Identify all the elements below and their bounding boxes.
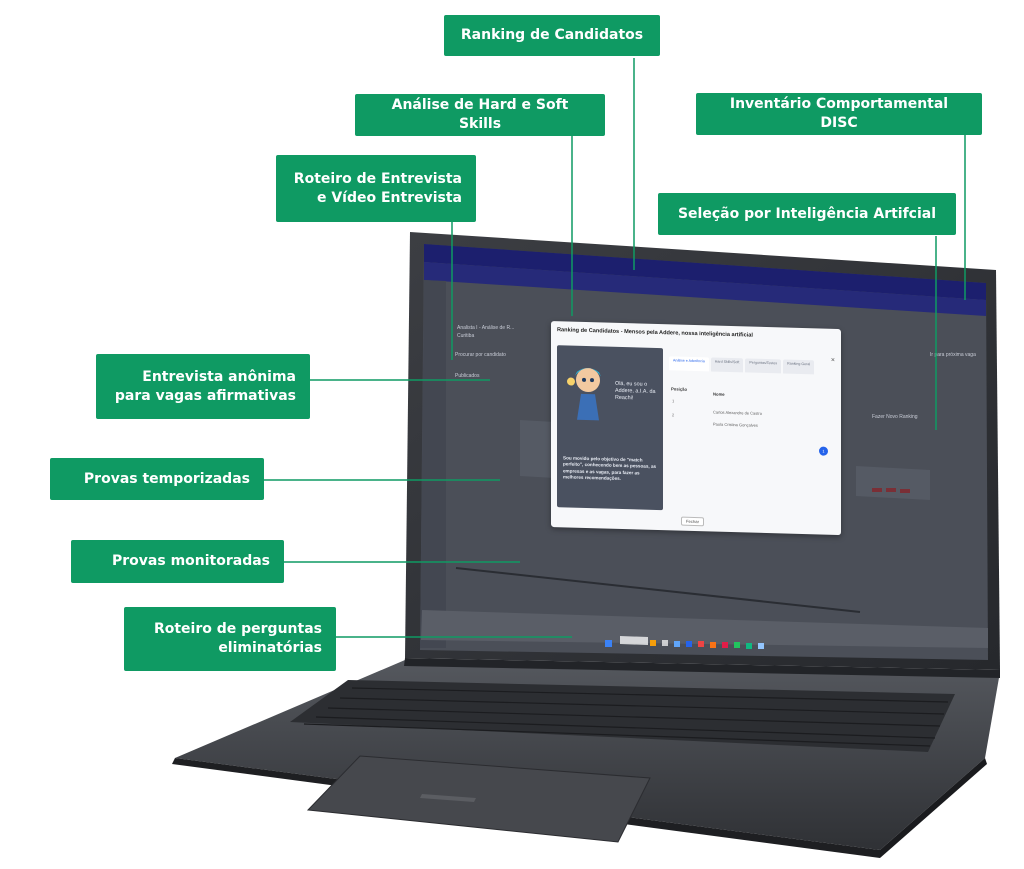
browser-bar <box>424 244 986 300</box>
tab-ranking-geral[interactable]: Ranking Geral <box>783 359 815 375</box>
keyboard-keycaps <box>259 682 800 686</box>
callout-ranking: Ranking de Candidatos <box>444 15 660 56</box>
stage-label: Publicados <box>455 373 480 379</box>
callout-disc: Inventário Comportamental DISC <box>696 93 982 135</box>
close-button[interactable]: Fechar <box>681 516 705 527</box>
tab-testes[interactable]: Perguntas/Testes <box>745 358 782 374</box>
job-title: Analista I - Análise de R... <box>457 325 515 331</box>
callout-anonima: Entrevista anônima para vagas afirmativa… <box>96 354 310 419</box>
search-input[interactable]: Procurar por candidato <box>455 352 506 358</box>
tab-skills[interactable]: Hard Skills/Soft <box>710 357 744 373</box>
job-location: Curitiba <box>457 333 475 339</box>
callout-skills: Análise de Hard e Soft Skills <box>355 94 605 136</box>
callout-eliminatorias: Roteiro de perguntas eliminatórias <box>124 607 336 671</box>
next-job-link[interactable]: Ir para próxima vaga <box>930 352 976 358</box>
page-badge[interactable]: 1 <box>819 446 828 456</box>
new-ranking-button[interactable]: Fazer Novo Ranking <box>872 414 918 420</box>
assistant-description: Sou movido pelo objetivo de "match perfe… <box>563 455 657 482</box>
table-row-name[interactable]: Carlos Alexandre de Castro <box>713 409 762 416</box>
column-header-position: Posição <box>671 386 688 392</box>
assistant-avatar-icon <box>567 368 601 421</box>
callout-temporizadas: Provas temporizadas <box>50 458 264 500</box>
assistant-greeting: Olá, eu sou o Addere, a.I.A. da Reachi! <box>615 380 656 402</box>
callout-roteiro: Roteiro de Entrevista e Vídeo Entrevista <box>276 155 476 222</box>
keyboard-keys <box>303 687 949 747</box>
screen-chips <box>872 488 910 493</box>
callout-selecao: Seleção por Inteligência Artifcial <box>658 193 956 235</box>
tab-aderencia[interactable]: Análise e Aderência <box>669 356 709 372</box>
ranking-modal: Ranking de Candidatos - Mensos pela Adde… <box>551 321 841 536</box>
modal-title: Ranking de Candidatos - Mensos pela Adde… <box>557 327 753 339</box>
close-icon[interactable]: × <box>830 356 835 364</box>
assistant-panel: Olá, eu sou o Addere, a.I.A. da Reachi! … <box>557 345 663 511</box>
taskbar-icons <box>605 640 764 649</box>
trackpad <box>306 755 651 843</box>
taskbar <box>421 610 988 648</box>
table-row-position: 2 <box>672 412 675 418</box>
modal-tabs: Análise e Aderência Hard Skills/Soft Per… <box>669 356 815 375</box>
column-header-name: Nome <box>713 391 725 397</box>
table-row-name[interactable]: Paula Cristina Gonçalves <box>713 421 758 428</box>
table-row-position: 1 <box>672 398 675 404</box>
callout-monitoradas: Provas monitoradas <box>71 540 284 583</box>
